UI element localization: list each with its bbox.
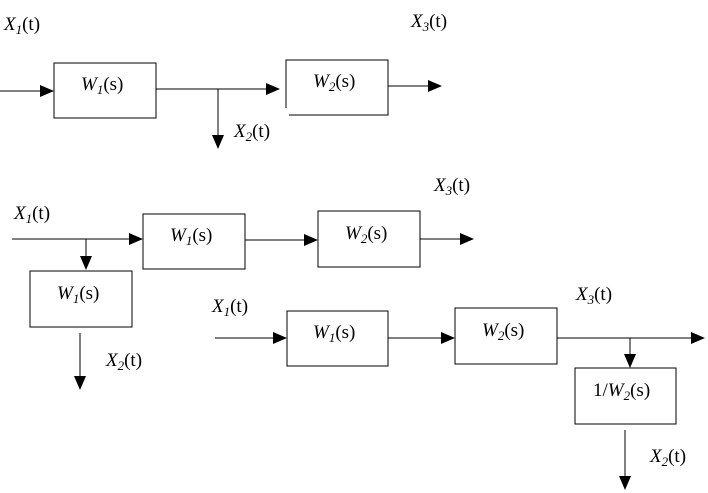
diagram-c-block-inverse-w2: [574, 367, 677, 425]
diagram-c-branch-arrow: [624, 354, 636, 368]
diagram-b-block-w1-lower-label: W1(s): [57, 283, 99, 306]
diagram-c: X1(t) W1(s) W2(s) X3(t) 1/W2(s) X2(t): [211, 284, 705, 490]
diagram-b-branch-arrow: [80, 256, 92, 270]
diagram-b-input-label: X1(t): [13, 203, 50, 226]
diagram-b-block-w1-label: W1(s): [170, 225, 212, 248]
diagram-a-block-w1: [53, 62, 157, 119]
diagram-c-block-w1: [286, 310, 389, 367]
diagram-b: X1(t) W1(s) W2(s) X3(t) W1(s) X2(t): [12, 175, 474, 390]
diagram-c-branch-label: X2(t): [649, 446, 686, 469]
diagram-b-output-arrow: [460, 233, 474, 245]
diagram-b-block-w2: [317, 210, 421, 268]
diagram-b-block-w1-lower: [29, 270, 133, 328]
diagram-b-mid-arrow: [304, 234, 318, 246]
diagram-a-output-arrow: [428, 80, 442, 92]
diagram-c-output-label: X3(t): [575, 284, 612, 307]
diagram-a-branch-label: X2(t): [233, 121, 270, 144]
diagram-c-block-inverse-w2-label: 1/W2(s): [593, 380, 650, 403]
diagram-b-output-label: X3(t): [433, 175, 470, 198]
diagram-a-block-w2-label: W2(s): [313, 71, 355, 94]
diagram-a-block-w2: [285, 59, 389, 116]
diagram-b-input-arrow: [129, 233, 143, 245]
diagram-c-input-label: X1(t): [211, 296, 248, 319]
diagram-b-block-w1: [142, 213, 246, 270]
diagram-c-output-arrow: [691, 332, 705, 344]
diagram-c-block-w2-label: W2(s): [482, 320, 524, 343]
diagram-a-mid-arrow: [266, 83, 280, 95]
diagram-b-block-w2-label: W2(s): [345, 223, 387, 246]
diagram-a: X1(t) W1(s) X2(t) W2(s) X3(t): [0, 11, 447, 149]
diagram-a-branch-arrow: [212, 135, 224, 149]
diagram-c-block-w2: [454, 307, 558, 365]
diagram-b-branch-label: X2(t): [105, 350, 142, 373]
diagram-a-input-label: X1(t): [3, 14, 40, 37]
diagram-c-mid-arrow: [441, 332, 455, 344]
diagram-a-block-w1-label: W1(s): [81, 74, 123, 97]
diagram-a-output-label: X3(t): [410, 11, 447, 34]
diagram-c-input-arrow: [273, 332, 287, 344]
diagram-b-x2-arrow: [74, 376, 86, 390]
diagram-a-input-arrow: [40, 85, 54, 97]
diagram-c-block-w1-label: W1(s): [313, 322, 355, 345]
diagram-c-x2-arrow: [619, 476, 631, 490]
